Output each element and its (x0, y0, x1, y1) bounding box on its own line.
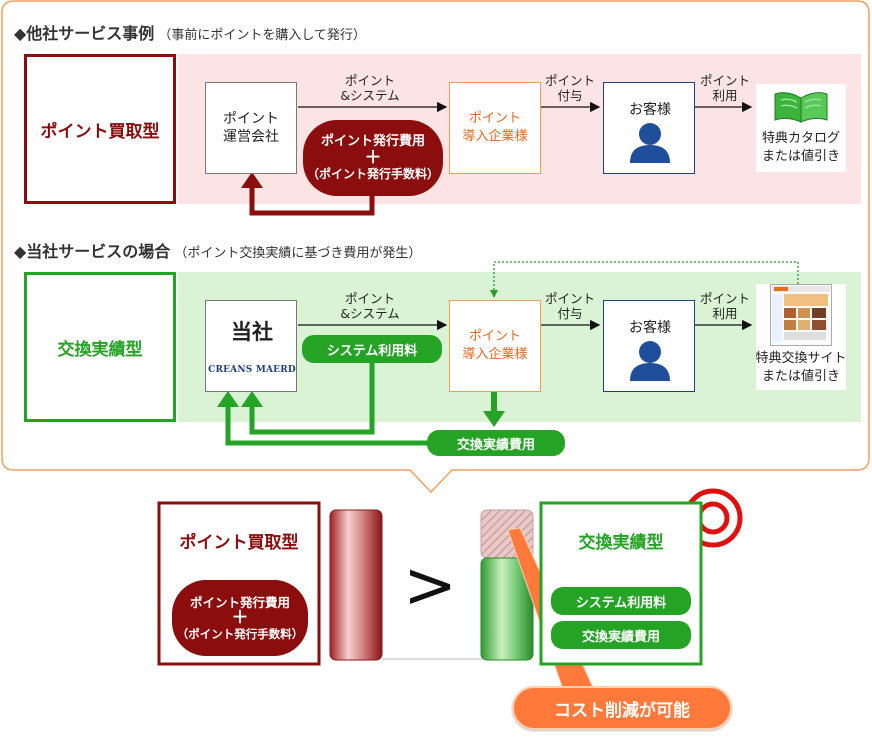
compare-cost-line2: （ポイント発行手数料） (176, 627, 304, 642)
reward-label-2: 特典交換サイト または値引き (755, 351, 847, 384)
customer-label: お客様 (629, 102, 671, 118)
company-box: ポイント 導入企業様 (449, 82, 541, 174)
system-fee-pill: システム利用料 (302, 335, 442, 363)
compare-left-title: ポイント買取型 (179, 533, 299, 553)
arrow2-label: ポイント 付与 (544, 73, 595, 103)
arrow2-label-2: ポイント 付与 (544, 291, 595, 321)
dotted-feedback-line (493, 261, 799, 292)
our-company-label: 当社 (231, 320, 273, 344)
cost-reduction-callout: コスト削減が可能 (512, 686, 732, 730)
reward-label: 特典カタログ または値引き (761, 131, 840, 164)
customer-box: お客様 (603, 82, 695, 174)
red-return-arrow (249, 186, 375, 216)
arrow3-label: ポイント 利用 (699, 73, 750, 103)
arrow1-label: ポイント &システム (340, 73, 400, 103)
cost-plus: ＋ (364, 148, 382, 169)
customer-box-2: お客様 (603, 300, 695, 392)
compare-cost-line1: ポイント発行費用 (189, 594, 290, 610)
compare-cost-plus: ＋ (231, 608, 249, 629)
type-label-exchange: 交換実績型 (24, 272, 176, 422)
section2-heading: ◆当社サービスの場合（ポイント交換実績に基づき費用が発生） (14, 242, 422, 261)
company-logo: CREANS MAERD (208, 365, 296, 375)
cost-bar-exchange (480, 557, 534, 661)
greater-than-sign: > (403, 549, 457, 623)
compare-system-fee-pill: システム利用料 (551, 587, 691, 615)
customer-person-icon (630, 123, 670, 163)
point-operator-box: ポイント 運営会社 (205, 82, 297, 174)
compare-left-cost-pill: ポイント発行費用 ＋ （ポイント発行手数料） (172, 580, 308, 656)
cost-bar-purchase (329, 509, 383, 661)
reward-catalog: 特典カタログ または値引き (756, 84, 846, 172)
double-circle-inner (696, 501, 730, 535)
type-label-purchase: ポイント買取型 (24, 54, 176, 204)
compare-exchange-fee-pill: 交換実績費用 (551, 621, 691, 649)
our-company-box: 当社 CREANS MAERD (205, 300, 297, 392)
company-box-2: ポイント 導入企業様 (449, 300, 541, 392)
green-return-arrow-1 (249, 350, 375, 435)
green-return-arrow-2 (225, 405, 440, 446)
exchange-fee-pill: 交換実績費用 (427, 430, 565, 456)
book-icon (774, 92, 828, 123)
reward-site: 特典交換サイト または値引き (755, 284, 847, 390)
issue-cost-pill: ポイント発行費用 ＋ （ポイント発行手数料） (303, 120, 443, 196)
arrow3-label-2: ポイント 利用 (699, 291, 750, 321)
compare-right-title: 交換実績型 (578, 533, 664, 553)
customer-person-icon-2 (630, 341, 670, 381)
cost-line1: ポイント発行費用 (320, 133, 425, 149)
arrow1-label-2: ポイント &システム (340, 291, 400, 321)
cost-line2: （ポイント発行手数料） (306, 167, 439, 182)
section1-heading: ◆他社サービス事例（事前にポイントを購入して発行） (14, 24, 366, 43)
website-thumbnail-icon (770, 284, 832, 346)
customer-label-2: お客様 (629, 320, 671, 336)
